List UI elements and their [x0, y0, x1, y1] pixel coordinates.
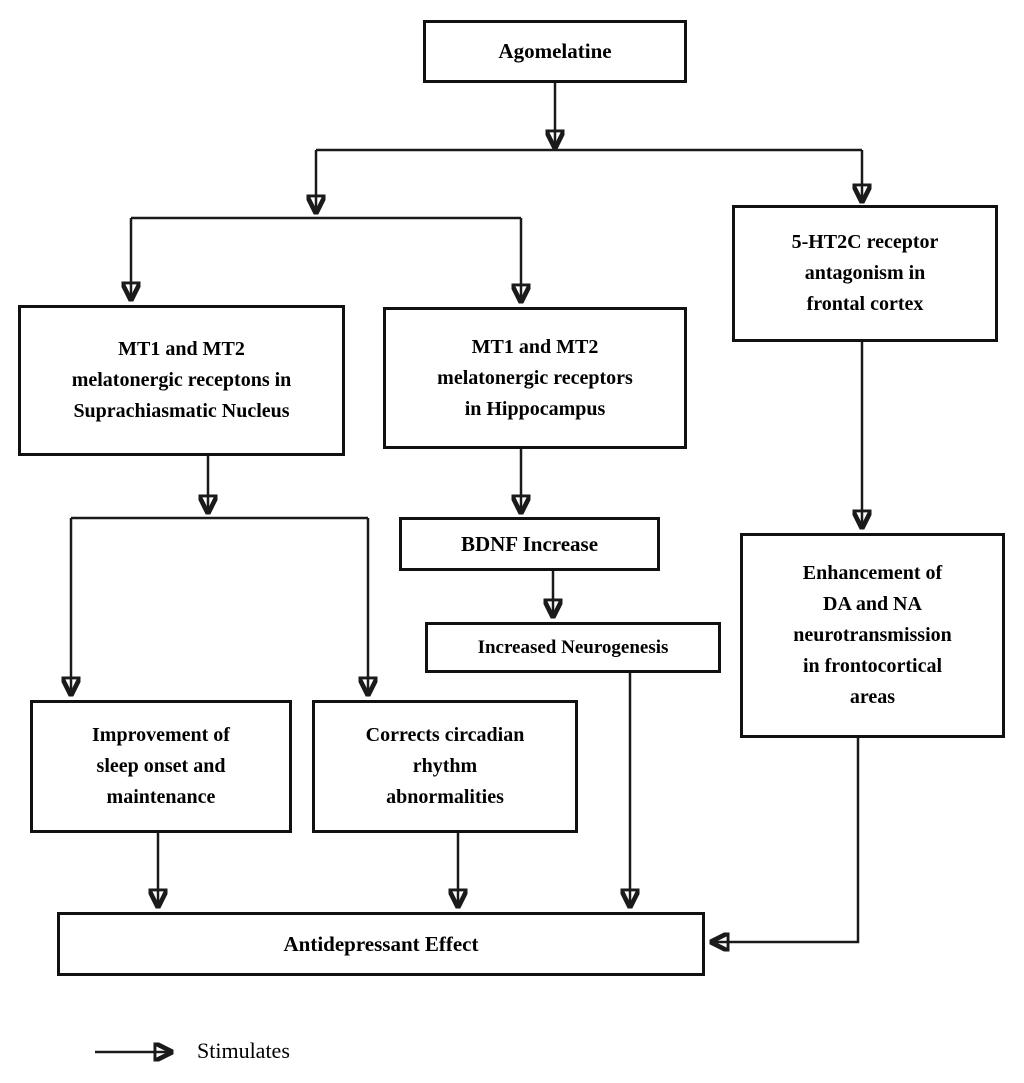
node-circadian-correction: Corrects circadian rhythm abnormalities — [312, 700, 578, 833]
node-da-na-enhancement: Enhancement of DA and NA neurotransmissi… — [740, 533, 1005, 738]
node-antidepressant-effect: Antidepressant Effect — [57, 912, 705, 976]
node-increased-neurogenesis: Increased Neurogenesis — [425, 622, 721, 673]
node-serotonin-antagonism: 5-HT2C receptor antagonism in frontal co… — [732, 205, 998, 342]
node-agomelatine: Agomelatine — [423, 20, 687, 83]
node-sleep-improvement: Improvement of sleep onset and maintenan… — [30, 700, 292, 833]
node-hippocampus-receptors: MT1 and MT2 melatonergic receptors in Hi… — [383, 307, 687, 449]
node-scn-receptors: MT1 and MT2 melatonergic receptons in Su… — [18, 305, 345, 456]
node-bdnf-increase: BDNF Increase — [399, 517, 660, 571]
arrow-enhancement-to-effect — [713, 738, 860, 942]
legend-stimulates-label: Stimulates — [197, 1038, 290, 1063]
